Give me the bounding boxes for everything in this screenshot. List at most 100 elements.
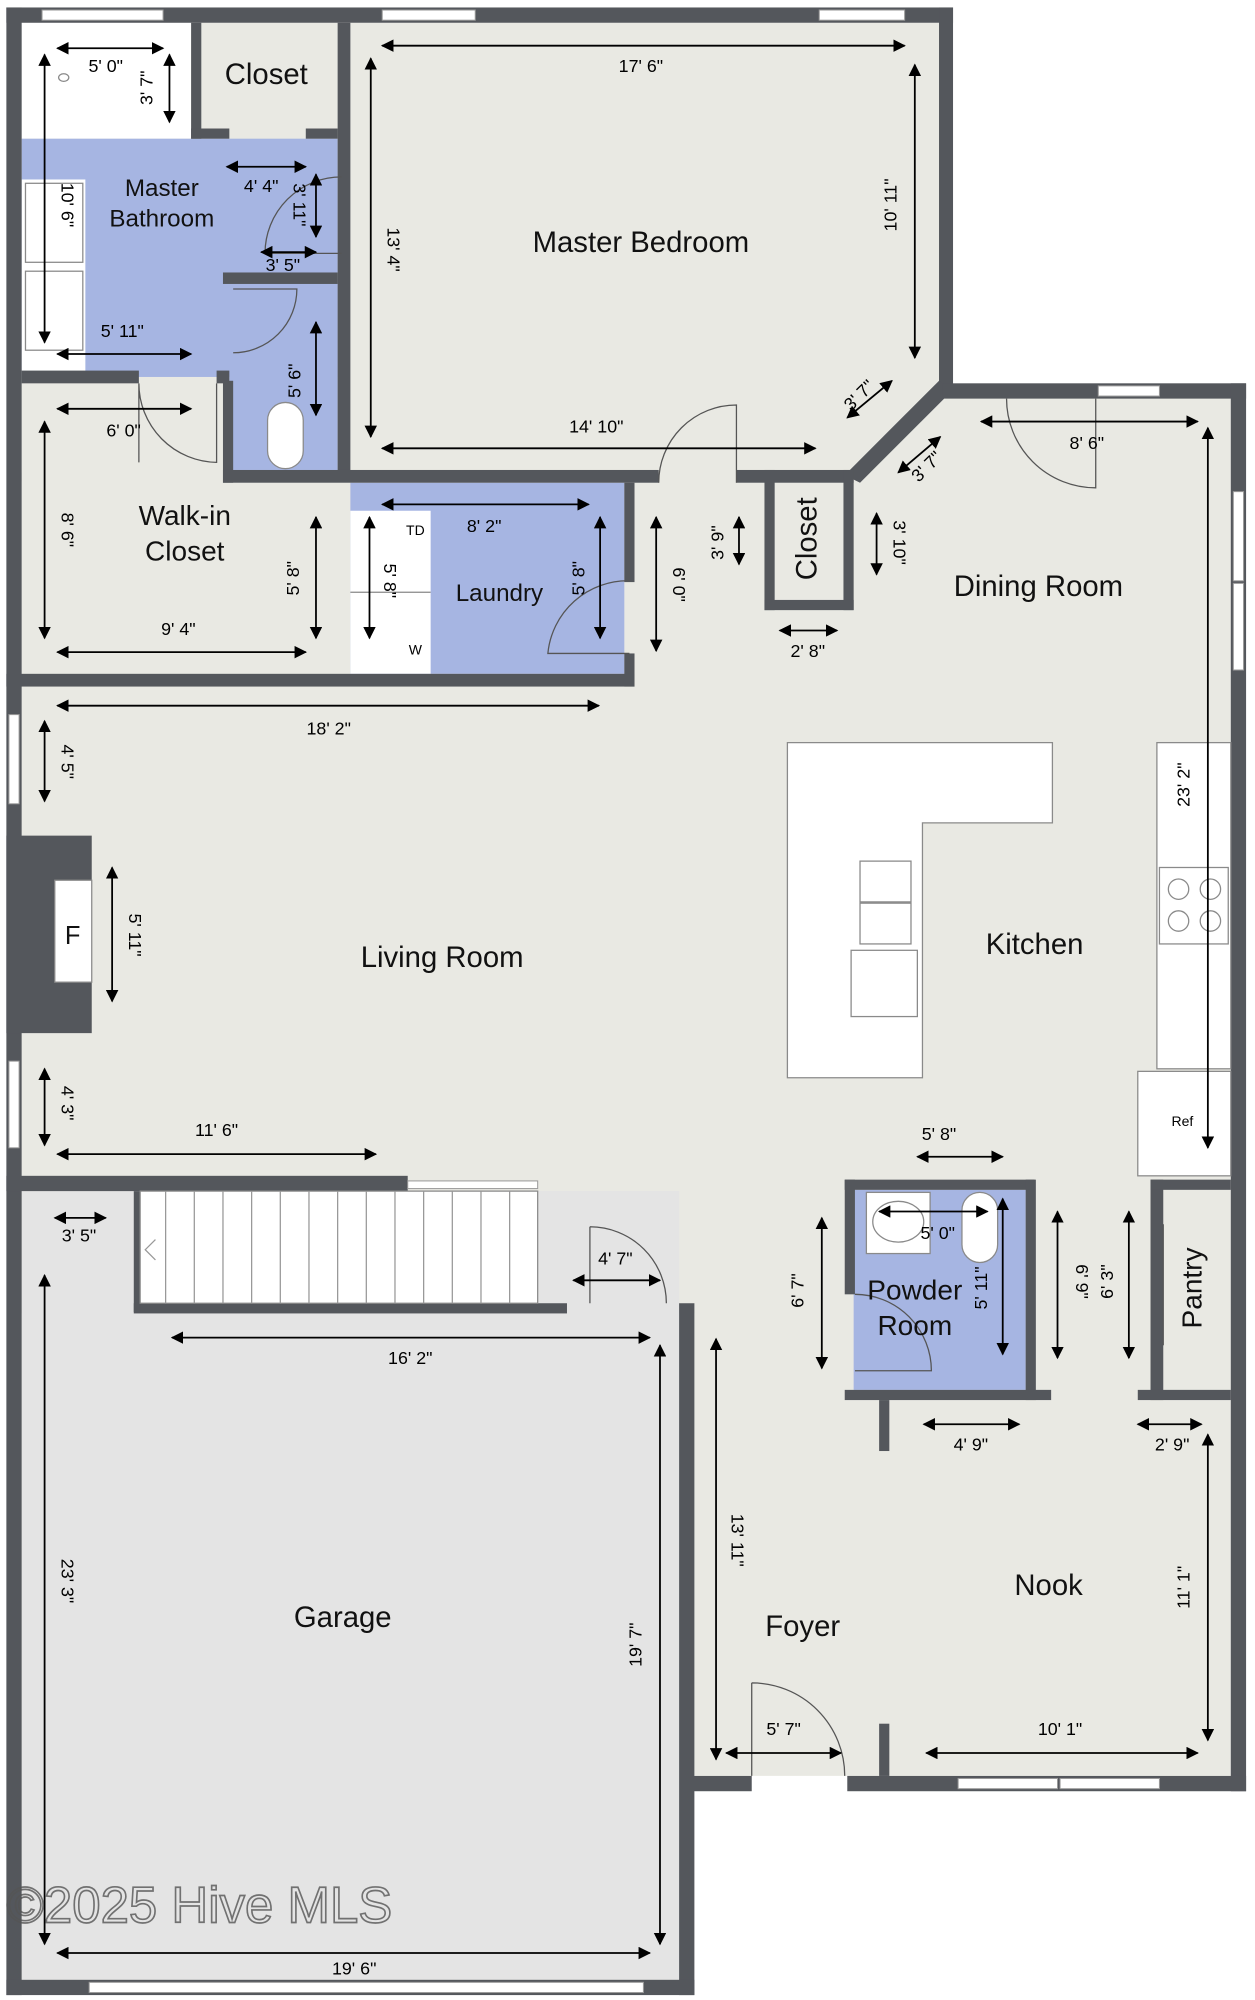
dimension: 9' 4" (56, 619, 308, 659)
fireplace (54, 879, 93, 983)
dimension: 11' 6" (56, 1120, 378, 1161)
dimension: 6' 3" (1097, 1210, 1136, 1360)
dimension: 18' 2" (56, 699, 601, 739)
refrigerator (1137, 1070, 1232, 1177)
dimension-label: 11' 1" (1174, 1566, 1194, 1609)
dimension: 5' 7" (724, 1719, 843, 1760)
watermark: ©2025 Hive MLS (6, 1876, 392, 1933)
dimension: 14' 10" (380, 417, 817, 455)
dimension-label: 3' 5" (266, 255, 301, 275)
dimension: 4' 9" (922, 1418, 1021, 1455)
dimension-label: 9' 4" (161, 619, 196, 639)
kitchen-sink-2 (859, 902, 912, 945)
dimension: 5' 0" (56, 41, 165, 76)
dimension-label: 23' 3" (58, 1559, 78, 1603)
dimension-label: 5' 8" (283, 561, 303, 596)
room-labels: Closet Master Bathroom Master Bedroom Wa… (109, 58, 1207, 1643)
stove (1158, 866, 1229, 945)
dimension-label: 10' 6" (58, 183, 78, 227)
dimension: 13' 11" (709, 1337, 748, 1761)
dimension-label: 6' 0" (106, 420, 141, 440)
dimension: 8' 6" (38, 420, 78, 640)
dimension-label: 6' 9" (1072, 1264, 1092, 1299)
dimension: 19' 7" (626, 1344, 667, 1946)
room-master-bathroom-line2: Bathroom (109, 206, 214, 233)
dimension-label: 4' 9" (954, 1435, 989, 1455)
dimension: 5' 8" (916, 1124, 1004, 1163)
dimension-label: 10' 1" (1038, 1719, 1082, 1739)
dimension: 5' 8" (568, 515, 607, 640)
dimension: 5' 8" (363, 515, 400, 640)
doors (138, 176, 1164, 1776)
dimension: 8' 2" (380, 498, 590, 536)
fireplace-label: F (65, 922, 81, 950)
dimension: 8' 6" (979, 415, 1199, 453)
dimension: 6' 0" (649, 515, 689, 653)
shower-drain (57, 73, 70, 83)
dimension-label: 8' 6" (1070, 433, 1105, 453)
dimension-label: 2' 9" (1155, 1435, 1190, 1455)
dimension-label: 6' 0" (669, 567, 689, 602)
room-closet-top: Closet (225, 58, 308, 91)
dimension-label: 3' 11" (289, 183, 309, 226)
room-master-bathroom-line1: Master (125, 175, 199, 202)
dimension-label: 18' 2" (307, 719, 351, 739)
dimension: 5' 11" (971, 1197, 1009, 1356)
toilet-1 (266, 401, 304, 470)
stair-direction-icon (144, 1239, 156, 1261)
dimension: 3' 7" (137, 53, 176, 124)
dimension-label: 5' 7" (766, 1719, 801, 1739)
kitchen-sink-1 (859, 860, 912, 903)
dimension: 3' 11" (289, 173, 323, 239)
room-powder-room-line2: Room (877, 1310, 952, 1341)
shower-area (21, 22, 192, 139)
room-pantry: Pantry (1176, 1247, 1207, 1328)
dimension-label: 5' 11" (971, 1266, 991, 1309)
dimension-label: 13' 11" (728, 1514, 748, 1567)
dimension-label: 8' 2" (467, 516, 502, 536)
dimension: 6' 7" (788, 1216, 829, 1370)
room-laundry: Laundry (456, 580, 544, 607)
dimension: 5' 6" (284, 320, 323, 417)
washer-label: W (409, 642, 423, 658)
dimension: 6' 0" (56, 402, 193, 440)
dimension: 3' 10" (870, 512, 910, 576)
dimension: 10' 11" (881, 63, 922, 360)
staircase (139, 1190, 539, 1304)
dimension: 5' 11" (56, 321, 193, 361)
dimension-label: 4' 3" (58, 1086, 78, 1121)
dimension-arrow (846, 379, 893, 419)
room-foyer: Foyer (765, 1610, 840, 1643)
dimension-label: 11' 6" (195, 1120, 238, 1140)
dimension-label: 8' 6" (58, 513, 78, 548)
dimension: 23' 2" (1174, 426, 1215, 1150)
dimension-label: 5' 8" (922, 1124, 957, 1144)
dimension-label: 6' 7" (788, 1273, 808, 1308)
dimension: 3' 5" (53, 1211, 107, 1246)
dimension-label: 4' 4" (244, 176, 279, 196)
dimension: 6' 9" (1051, 1210, 1092, 1360)
dimension-label: 17' 6" (619, 56, 663, 76)
dimension: 4' 4" (225, 160, 308, 196)
dimension-label: 5' 6" (284, 364, 304, 399)
dimension: 4' 5" (38, 719, 78, 803)
dimension: 19' 6" (56, 1946, 652, 1978)
dimension-label: 5' 11" (101, 321, 144, 341)
dimension-arrow (897, 436, 942, 474)
room-garage: Garage (294, 1601, 392, 1634)
dimension-label: 19' 7" (626, 1622, 646, 1666)
dimension: 16' 2" (170, 1331, 652, 1368)
dimension-label: 3' 5" (62, 1226, 97, 1246)
dimension-label: 4' 7" (598, 1249, 633, 1269)
dishwasher (850, 949, 918, 1018)
dimension-label: 4' 5" (58, 744, 78, 779)
dimension-label: 3' 9" (707, 525, 727, 560)
dimension-label: 5' 0" (88, 56, 123, 76)
dimension: 5' 0" (877, 1205, 989, 1243)
dimension: 2' 8" (778, 624, 839, 661)
dimension-label: 5' 11" (125, 913, 145, 956)
dimension: 10' 6" (38, 53, 78, 344)
fixtures (24, 73, 1232, 1304)
dimension-label: 3' 10" (890, 520, 910, 564)
